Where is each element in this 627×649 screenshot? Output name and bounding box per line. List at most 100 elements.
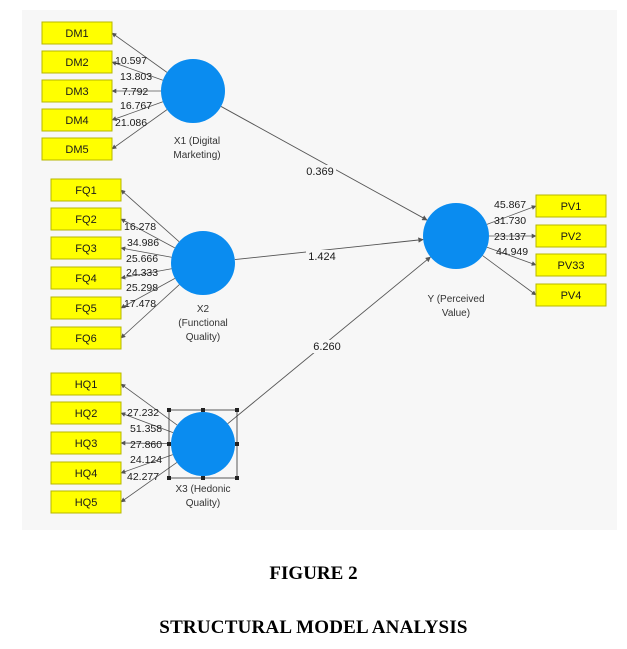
- selection-handle[interactable]: [201, 476, 205, 480]
- indicator-label: PV2: [561, 231, 582, 243]
- latent-x2[interactable]: [171, 231, 235, 295]
- indicator-hq5[interactable]: [50, 490, 122, 514]
- indicator-fq6[interactable]: [50, 326, 122, 350]
- indicator-fq1[interactable]: [50, 178, 122, 202]
- path-coefficient: 0.369: [306, 166, 334, 178]
- loading-edge: [111, 61, 164, 81]
- path-label-bg: [311, 340, 343, 353]
- indicator-label: FQ4: [75, 273, 96, 285]
- indicator-dm5[interactable]: [41, 137, 113, 161]
- indicator-dm3[interactable]: [41, 79, 113, 103]
- loading-edge: [120, 383, 178, 426]
- loading-value: 7.792: [122, 86, 148, 98]
- selection-handle[interactable]: [201, 408, 205, 412]
- indicator-label: HQ1: [75, 379, 98, 391]
- latent-label: X1 (Digital: [174, 136, 220, 147]
- latent-label: Value): [442, 308, 470, 319]
- loading-edge: [486, 246, 537, 266]
- loading-value: 45.867: [494, 199, 526, 211]
- latent-label: (Functional: [178, 318, 227, 329]
- indicator-label: FQ5: [75, 303, 96, 315]
- loading-value: 51.358: [130, 423, 162, 435]
- loading-edge: [482, 255, 537, 296]
- indicator-label: FQ1: [75, 185, 96, 197]
- loading-value: 31.730: [494, 215, 526, 227]
- figure-title: STRUCTURAL MODEL ANALYSIS: [159, 617, 468, 638]
- latent-label: Quality): [186, 332, 220, 343]
- indicator-label: FQ6: [75, 333, 96, 345]
- path-edge-x1-to-y[interactable]: [220, 106, 428, 221]
- indicator-hq1[interactable]: [50, 372, 122, 396]
- loading-value: 27.860: [130, 439, 162, 451]
- loading-edge: [111, 101, 164, 121]
- loading-value: 10.597: [115, 55, 147, 67]
- selection-handle[interactable]: [167, 442, 171, 446]
- latent-label: Marketing): [173, 150, 220, 161]
- latent-x3[interactable]: [171, 412, 235, 476]
- indicator-label: PV1: [561, 201, 582, 213]
- latent-y[interactable]: [423, 203, 489, 269]
- indicator-hq2[interactable]: [50, 401, 122, 425]
- figure-number: FIGURE 2: [269, 563, 358, 584]
- loading-value: 17.478: [124, 298, 156, 310]
- loading-edge: [120, 268, 172, 280]
- edges-layer: [111, 32, 537, 503]
- loading-edge: [120, 412, 174, 434]
- indicator-dm4[interactable]: [41, 108, 113, 132]
- selection-handle[interactable]: [235, 442, 239, 446]
- selection-handle[interactable]: [167, 408, 171, 412]
- loading-edge: [111, 32, 168, 73]
- path-coefficient: 1.424: [308, 251, 336, 263]
- indicator-label: HQ4: [75, 468, 98, 480]
- path-coefficient: 6.260: [313, 341, 341, 353]
- indicator-pv2[interactable]: [535, 224, 607, 248]
- indicator-pv4[interactable]: [535, 283, 607, 307]
- loading-edge: [120, 462, 178, 503]
- loading-edge: [486, 205, 537, 225]
- indicator-fq3[interactable]: [50, 236, 122, 260]
- loading-value: 16.278: [124, 221, 156, 233]
- loading-value: 16.767: [120, 100, 152, 112]
- indicator-label: FQ3: [75, 243, 96, 255]
- loading-edge: [120, 189, 180, 243]
- indicator-label: DM2: [65, 57, 88, 69]
- loading-edge: [120, 278, 176, 309]
- path-label-bg: [304, 165, 336, 178]
- indicator-fq5[interactable]: [50, 296, 122, 320]
- indicator-pv33[interactable]: [535, 253, 607, 277]
- selection-handle[interactable]: [167, 476, 171, 480]
- indicator-hq4[interactable]: [50, 461, 122, 485]
- indicator-fq2[interactable]: [50, 207, 122, 231]
- loading-value: 34.986: [127, 237, 159, 249]
- latent-label: Quality): [186, 498, 220, 509]
- indicator-label: PV4: [561, 290, 582, 302]
- indicator-label: DM4: [65, 115, 88, 127]
- indicator-label: HQ5: [75, 497, 98, 509]
- nodes-layer: [41, 21, 607, 514]
- latent-x1[interactable]: [161, 59, 225, 123]
- selection-handle[interactable]: [235, 476, 239, 480]
- loading-value: 27.232: [127, 407, 159, 419]
- selection-handle[interactable]: [235, 408, 239, 412]
- loading-value: 42.277: [127, 471, 159, 483]
- latent-label: X2: [197, 304, 210, 315]
- indicator-hq3[interactable]: [50, 431, 122, 455]
- indicator-dm1[interactable]: [41, 21, 113, 45]
- loading-edge: [120, 440, 172, 446]
- latent-label: X3 (Hedonic: [175, 484, 230, 495]
- indicator-fq4[interactable]: [50, 266, 122, 290]
- loading-value: 25.298: [126, 282, 158, 294]
- indicator-dm2[interactable]: [41, 50, 113, 74]
- indicator-label: DM3: [65, 86, 88, 98]
- loading-edge: [120, 454, 173, 474]
- indicator-label: DM5: [65, 144, 88, 156]
- loading-edge: [111, 109, 168, 150]
- path-label-bg: [306, 250, 338, 263]
- indicator-label: DM1: [65, 28, 88, 40]
- path-edge-x2-to-y[interactable]: [234, 237, 424, 261]
- indicator-pv1[interactable]: [535, 194, 607, 218]
- loading-value: 24.124: [130, 454, 162, 466]
- indicator-label: HQ2: [75, 408, 98, 420]
